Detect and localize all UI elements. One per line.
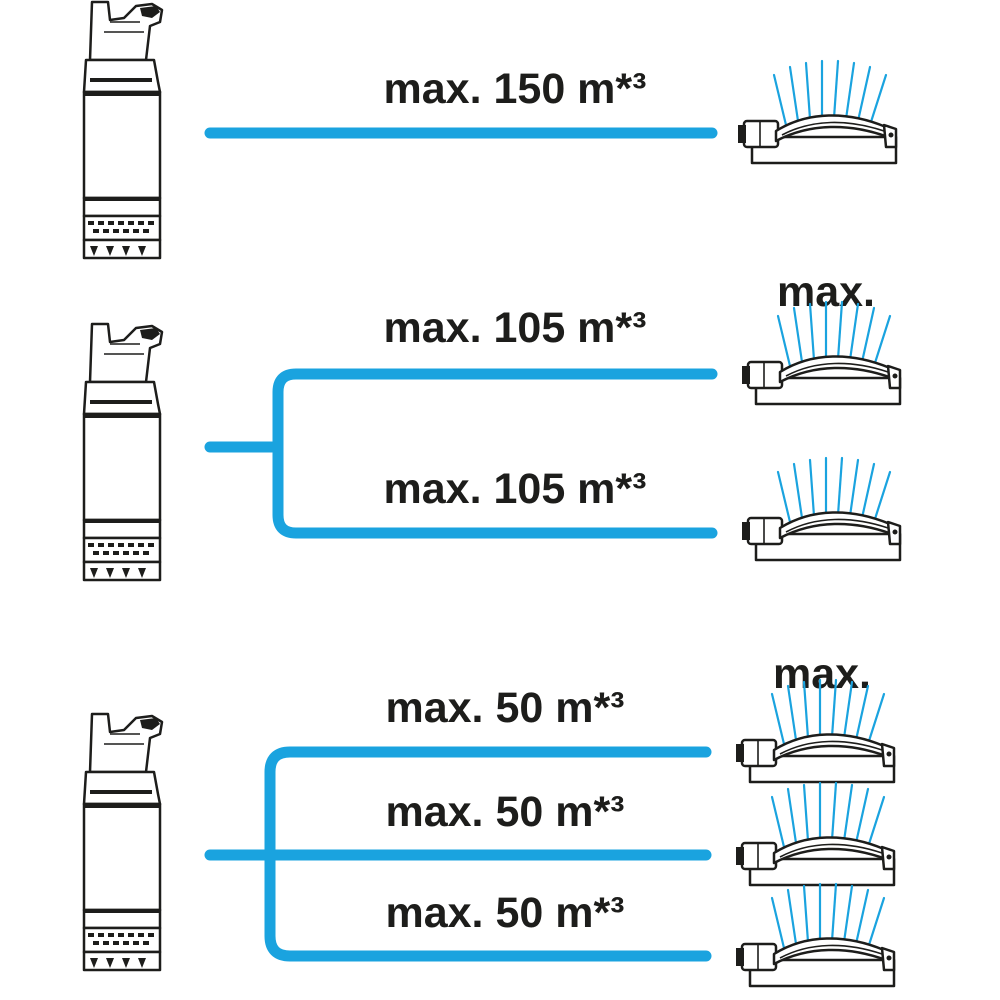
hose-length-label: max. 50 m*³ xyxy=(385,788,624,836)
sprinkler-icon xyxy=(740,456,902,562)
sprinkler-icon xyxy=(736,59,898,165)
hose-length-label: max. 150 m*³ xyxy=(384,65,647,113)
hose-length-label: max. 105 m*³ xyxy=(384,304,647,352)
sprinkler-icon xyxy=(734,781,896,887)
hose-length-label: max. 105 m*³ xyxy=(384,465,647,513)
pump-icon xyxy=(82,0,164,260)
sprinkler-icon xyxy=(734,882,896,988)
sprinkler-icon xyxy=(740,300,902,406)
scenario-1: max. 150 m*³ xyxy=(82,0,898,260)
pump-icon xyxy=(82,712,164,972)
scenario-2: max. 105 m*³ max. 105 m*³ max. xyxy=(82,268,902,582)
scenario-3: max. 50 m*³ max. 50 m*³ max. 50 m*³ max. xyxy=(82,650,896,988)
hose-length-label: max. 50 m*³ xyxy=(385,889,624,937)
pump-icon xyxy=(82,322,164,582)
hose-branch xyxy=(264,746,712,962)
hose-branch xyxy=(272,368,718,539)
hose-length-label: max. 50 m*³ xyxy=(385,684,624,732)
